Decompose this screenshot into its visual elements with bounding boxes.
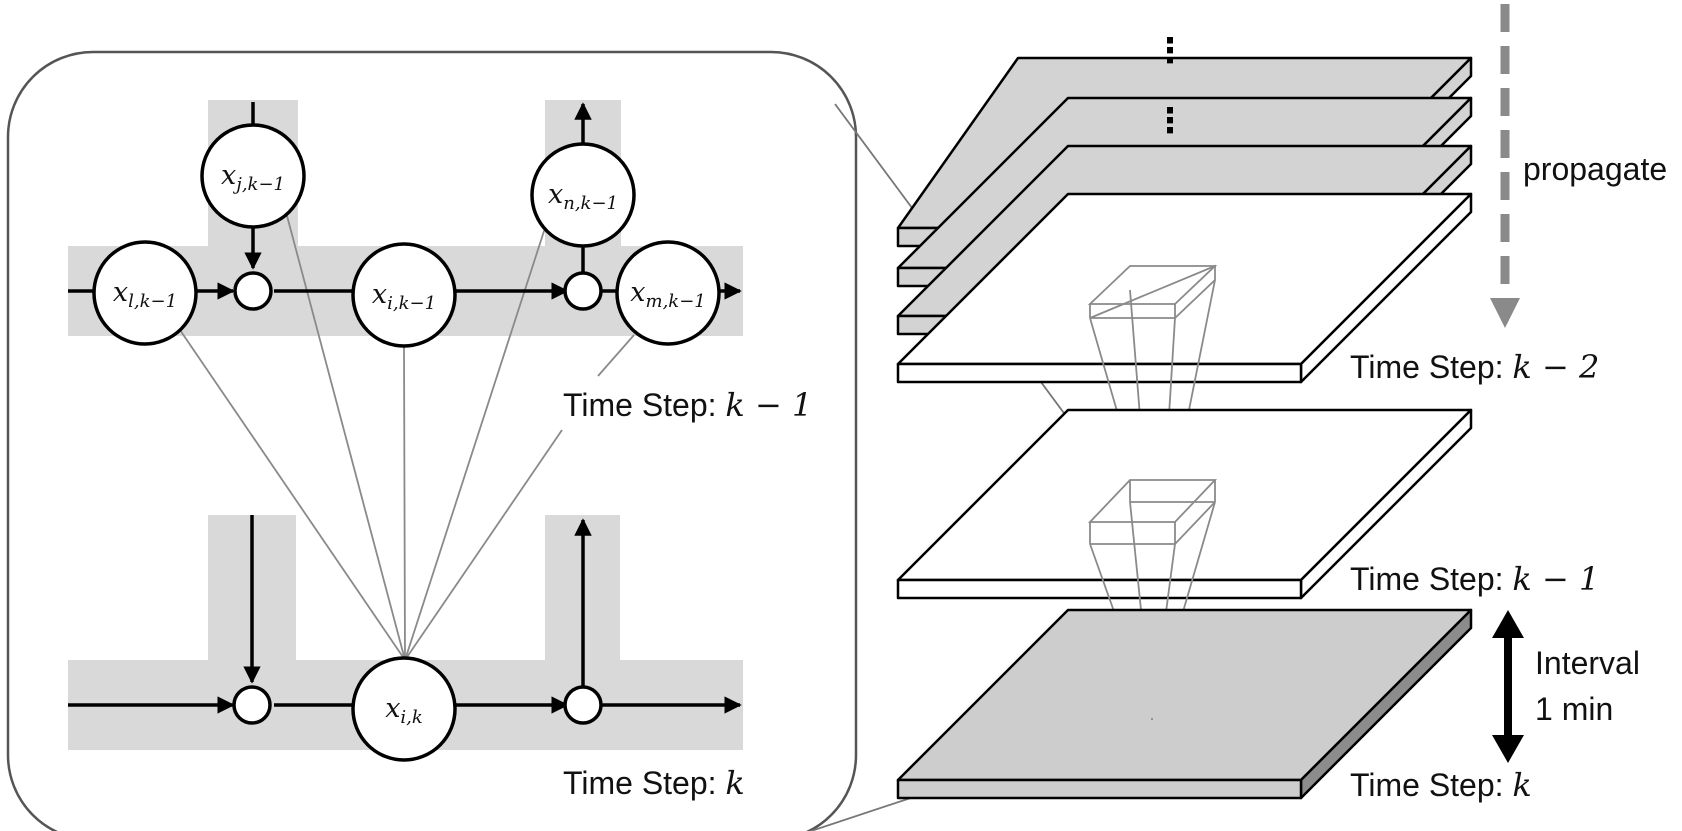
inset-lower-timestep-label: Time Step: k <box>563 764 745 802</box>
layer-stack <box>896 56 1473 384</box>
junction-lower-right <box>563 685 603 725</box>
dep-line-i <box>403 345 406 661</box>
dep-line-j <box>285 211 406 661</box>
dep-line-l <box>179 329 406 661</box>
stack-ellipsis-mid: ⋮ <box>1153 101 1187 141</box>
node-j-circle <box>200 123 306 229</box>
node-n-circle <box>530 142 636 248</box>
interval-arrowhead-up <box>1492 610 1524 638</box>
node-i-k-label: xi,k <box>385 693 423 728</box>
propagate-arrow <box>1490 4 1520 328</box>
node-i-prev-circle <box>351 242 457 348</box>
node-i-prev-label: xi,k−1 <box>372 279 436 314</box>
pointer-m-to-label <box>597 334 635 377</box>
inset-upper-timestep-label: Time Step: k − 1 <box>563 386 812 424</box>
junction-upper-right <box>563 271 603 311</box>
slab-k-minus-1 <box>896 408 1473 600</box>
junctions <box>232 271 603 725</box>
stack-timestep-k-label: Time Step: k <box>1350 766 1532 804</box>
propagate-label: propagate <box>1523 151 1667 187</box>
node-m-circle <box>615 240 721 346</box>
lower-road-arrows <box>68 515 742 714</box>
junction-lower-left <box>232 685 272 725</box>
node-n-label: xn,k−1 <box>548 179 618 214</box>
interval-label-line1: Interval <box>1535 645 1640 681</box>
interval-arrow <box>1492 610 1524 763</box>
dep-line-n <box>404 227 546 661</box>
node-l-circle <box>92 240 198 346</box>
receptive-field-upper <box>1087 264 1218 481</box>
slab-k <box>896 608 1473 800</box>
inset-panel: xl,k−1 xi,k−1 xm,k−1 xj,k−1 xn,k−1 xi,k … <box>6 50 858 831</box>
interval-arrowhead-down <box>1492 735 1524 763</box>
node-l-label: xl,k−1 <box>113 277 177 312</box>
interval-label-line2: 1 min <box>1535 691 1613 727</box>
slab-k2-front <box>896 362 1303 384</box>
slab-k1-front <box>896 578 1303 600</box>
stack-ellipsis-top: ⋮ <box>1153 31 1187 71</box>
node-i-k-circle <box>351 656 457 762</box>
dependency-lines <box>179 211 635 661</box>
dep-line-m <box>404 429 563 661</box>
propagate-arrowhead <box>1490 298 1520 328</box>
node-j-label: xj,k−1 <box>221 160 285 195</box>
stack-timestep-k-minus-1-label: Time Step: k − 1 <box>1350 560 1599 598</box>
junction-upper-left <box>233 271 273 311</box>
slab-k-minus-2 <box>896 192 1473 384</box>
slab-k-front <box>896 778 1303 800</box>
node-m-label: xm,k−1 <box>630 277 705 312</box>
stack-timestep-k-minus-2-label: Time Step: k − 2 <box>1350 348 1599 386</box>
nodes: xl,k−1 xi,k−1 xm,k−1 xj,k−1 xn,k−1 xi,k <box>92 123 721 762</box>
